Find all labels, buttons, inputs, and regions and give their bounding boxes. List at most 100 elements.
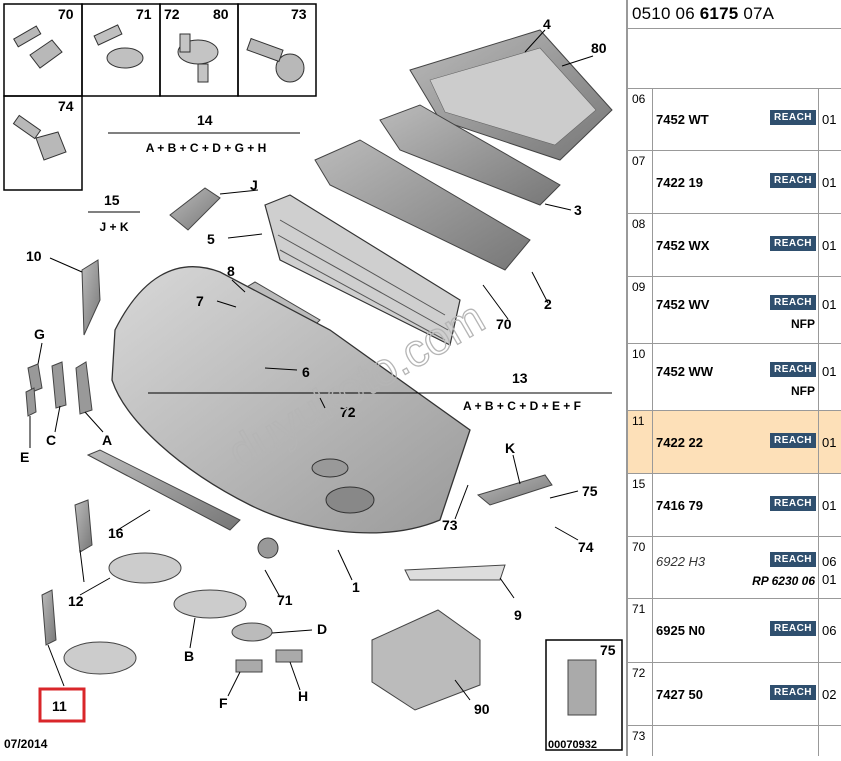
callout-4: 4: [543, 16, 551, 32]
callout-b: B: [184, 648, 194, 664]
fastener-label-72: 72: [164, 6, 180, 22]
part-code: 7452 WX: [656, 238, 710, 253]
clip-75-drawing: [567, 659, 597, 716]
part-code: 7427 50: [656, 687, 703, 702]
callout-14: 14: [197, 112, 213, 128]
parts-list-panel: 0510 06 6175 07A 06 7452 WT REACH 01 07 7422 …: [626, 0, 841, 756]
bumper-cover-1: [111, 266, 471, 534]
part-quantity: 01: [822, 297, 837, 312]
fastener-label-71: 71: [136, 6, 152, 22]
part-quantity: 06: [822, 623, 837, 638]
callout-70: 70: [496, 316, 512, 332]
lower-grille-11: [63, 641, 137, 675]
parts-box-90: [371, 609, 481, 711]
group-13-caption: A + B + C + D + E + F: [463, 399, 581, 413]
callout-15: 15: [104, 192, 120, 208]
part-index: 72: [632, 666, 646, 680]
reach-badge: REACH: [770, 621, 816, 636]
reference-number: 0510 06 6175 07A: [632, 4, 775, 23]
callout-90: 90: [474, 701, 490, 717]
fastener-label-70: 70: [58, 6, 74, 22]
group-14-caption: A + B + C + D + G + H: [146, 141, 267, 155]
part-code: 7422 22: [656, 435, 703, 450]
footer-date: 07/2014: [4, 737, 48, 751]
crossmember-2: [314, 139, 531, 271]
callout-g: G: [34, 326, 45, 342]
screw-74-drawing: [12, 114, 67, 161]
callout-1: 1: [352, 579, 360, 595]
highlight-box-11: [38, 687, 86, 723]
callout-7: 7: [196, 293, 204, 309]
part-code: 7452 WV: [656, 297, 710, 312]
callout-12: 12: [68, 593, 84, 609]
reach-badge: REACH: [770, 236, 816, 251]
part-index: 73: [632, 729, 646, 743]
part-code: 7422 19: [656, 175, 703, 190]
part-index: 09: [632, 280, 646, 294]
callout-73: 73: [442, 517, 458, 533]
fastener-box-grid: [3, 3, 317, 191]
callout-74: 74: [578, 539, 594, 555]
part-note: RP 6230 06: [752, 574, 815, 588]
part-row-71[interactable]: 71 6925 N0 REACH 06: [628, 598, 841, 662]
part-code: 6925 N0: [656, 623, 706, 638]
cap-h: [275, 649, 303, 663]
upper-grille-panel-4: [409, 29, 613, 161]
reach-badge: REACH: [770, 295, 816, 310]
callout-2: 2: [544, 296, 552, 312]
bezel-b: [173, 589, 247, 619]
part-quantity: 01: [822, 175, 837, 190]
part-index: 07: [632, 154, 646, 168]
callout-8: 8: [227, 263, 235, 279]
rivet-72-80-drawing: [177, 33, 219, 83]
fastener-label-74: 74: [58, 98, 74, 114]
absorber-3: [379, 104, 561, 206]
part-index: 71: [632, 602, 646, 616]
part-code: 7452 WT: [656, 112, 709, 127]
bracket-j: [169, 187, 221, 231]
part-quantity: 02: [822, 687, 837, 702]
callout-13: 13: [512, 370, 528, 386]
callout-75-main: 75: [582, 483, 598, 499]
part-code: 7452 WW: [656, 364, 714, 379]
callout-k: K: [505, 440, 515, 456]
part-index: 06: [632, 92, 646, 106]
bracket-c: [51, 361, 67, 409]
callout-72: 72: [340, 404, 356, 420]
leader-lines: [29, 29, 612, 701]
part-row-73[interactable]: 73: [628, 725, 841, 756]
part-note: NFP: [791, 384, 815, 398]
exploded-parts-diagram: 70 71 72 80 73 74: [3, 3, 623, 751]
callout-j: J: [250, 177, 258, 193]
reach-badge: REACH: [770, 496, 816, 511]
callout-71: 71: [277, 592, 293, 608]
fog-bezel-12: [108, 552, 182, 584]
bracket-12: [74, 499, 93, 553]
part-index: 08: [632, 217, 646, 231]
part-code: 6922 H3: [656, 554, 706, 569]
part-index: 11: [632, 414, 645, 428]
part-quantity: 01: [822, 435, 837, 450]
part-quantity: 06: [822, 554, 837, 569]
part-note: NFP: [791, 317, 815, 331]
cap-f: [235, 659, 263, 673]
screw-73-drawing: [246, 37, 305, 83]
callout-c: C: [46, 432, 56, 448]
part-index: 10: [632, 347, 646, 361]
callout-6: 6: [302, 364, 310, 380]
callout-h: H: [298, 688, 308, 704]
bracket-10: [81, 259, 101, 336]
callout-9: 9: [514, 607, 522, 623]
callout-16: 16: [108, 525, 124, 541]
bracket-a: [75, 361, 93, 415]
reach-badge: REACH: [770, 362, 816, 377]
